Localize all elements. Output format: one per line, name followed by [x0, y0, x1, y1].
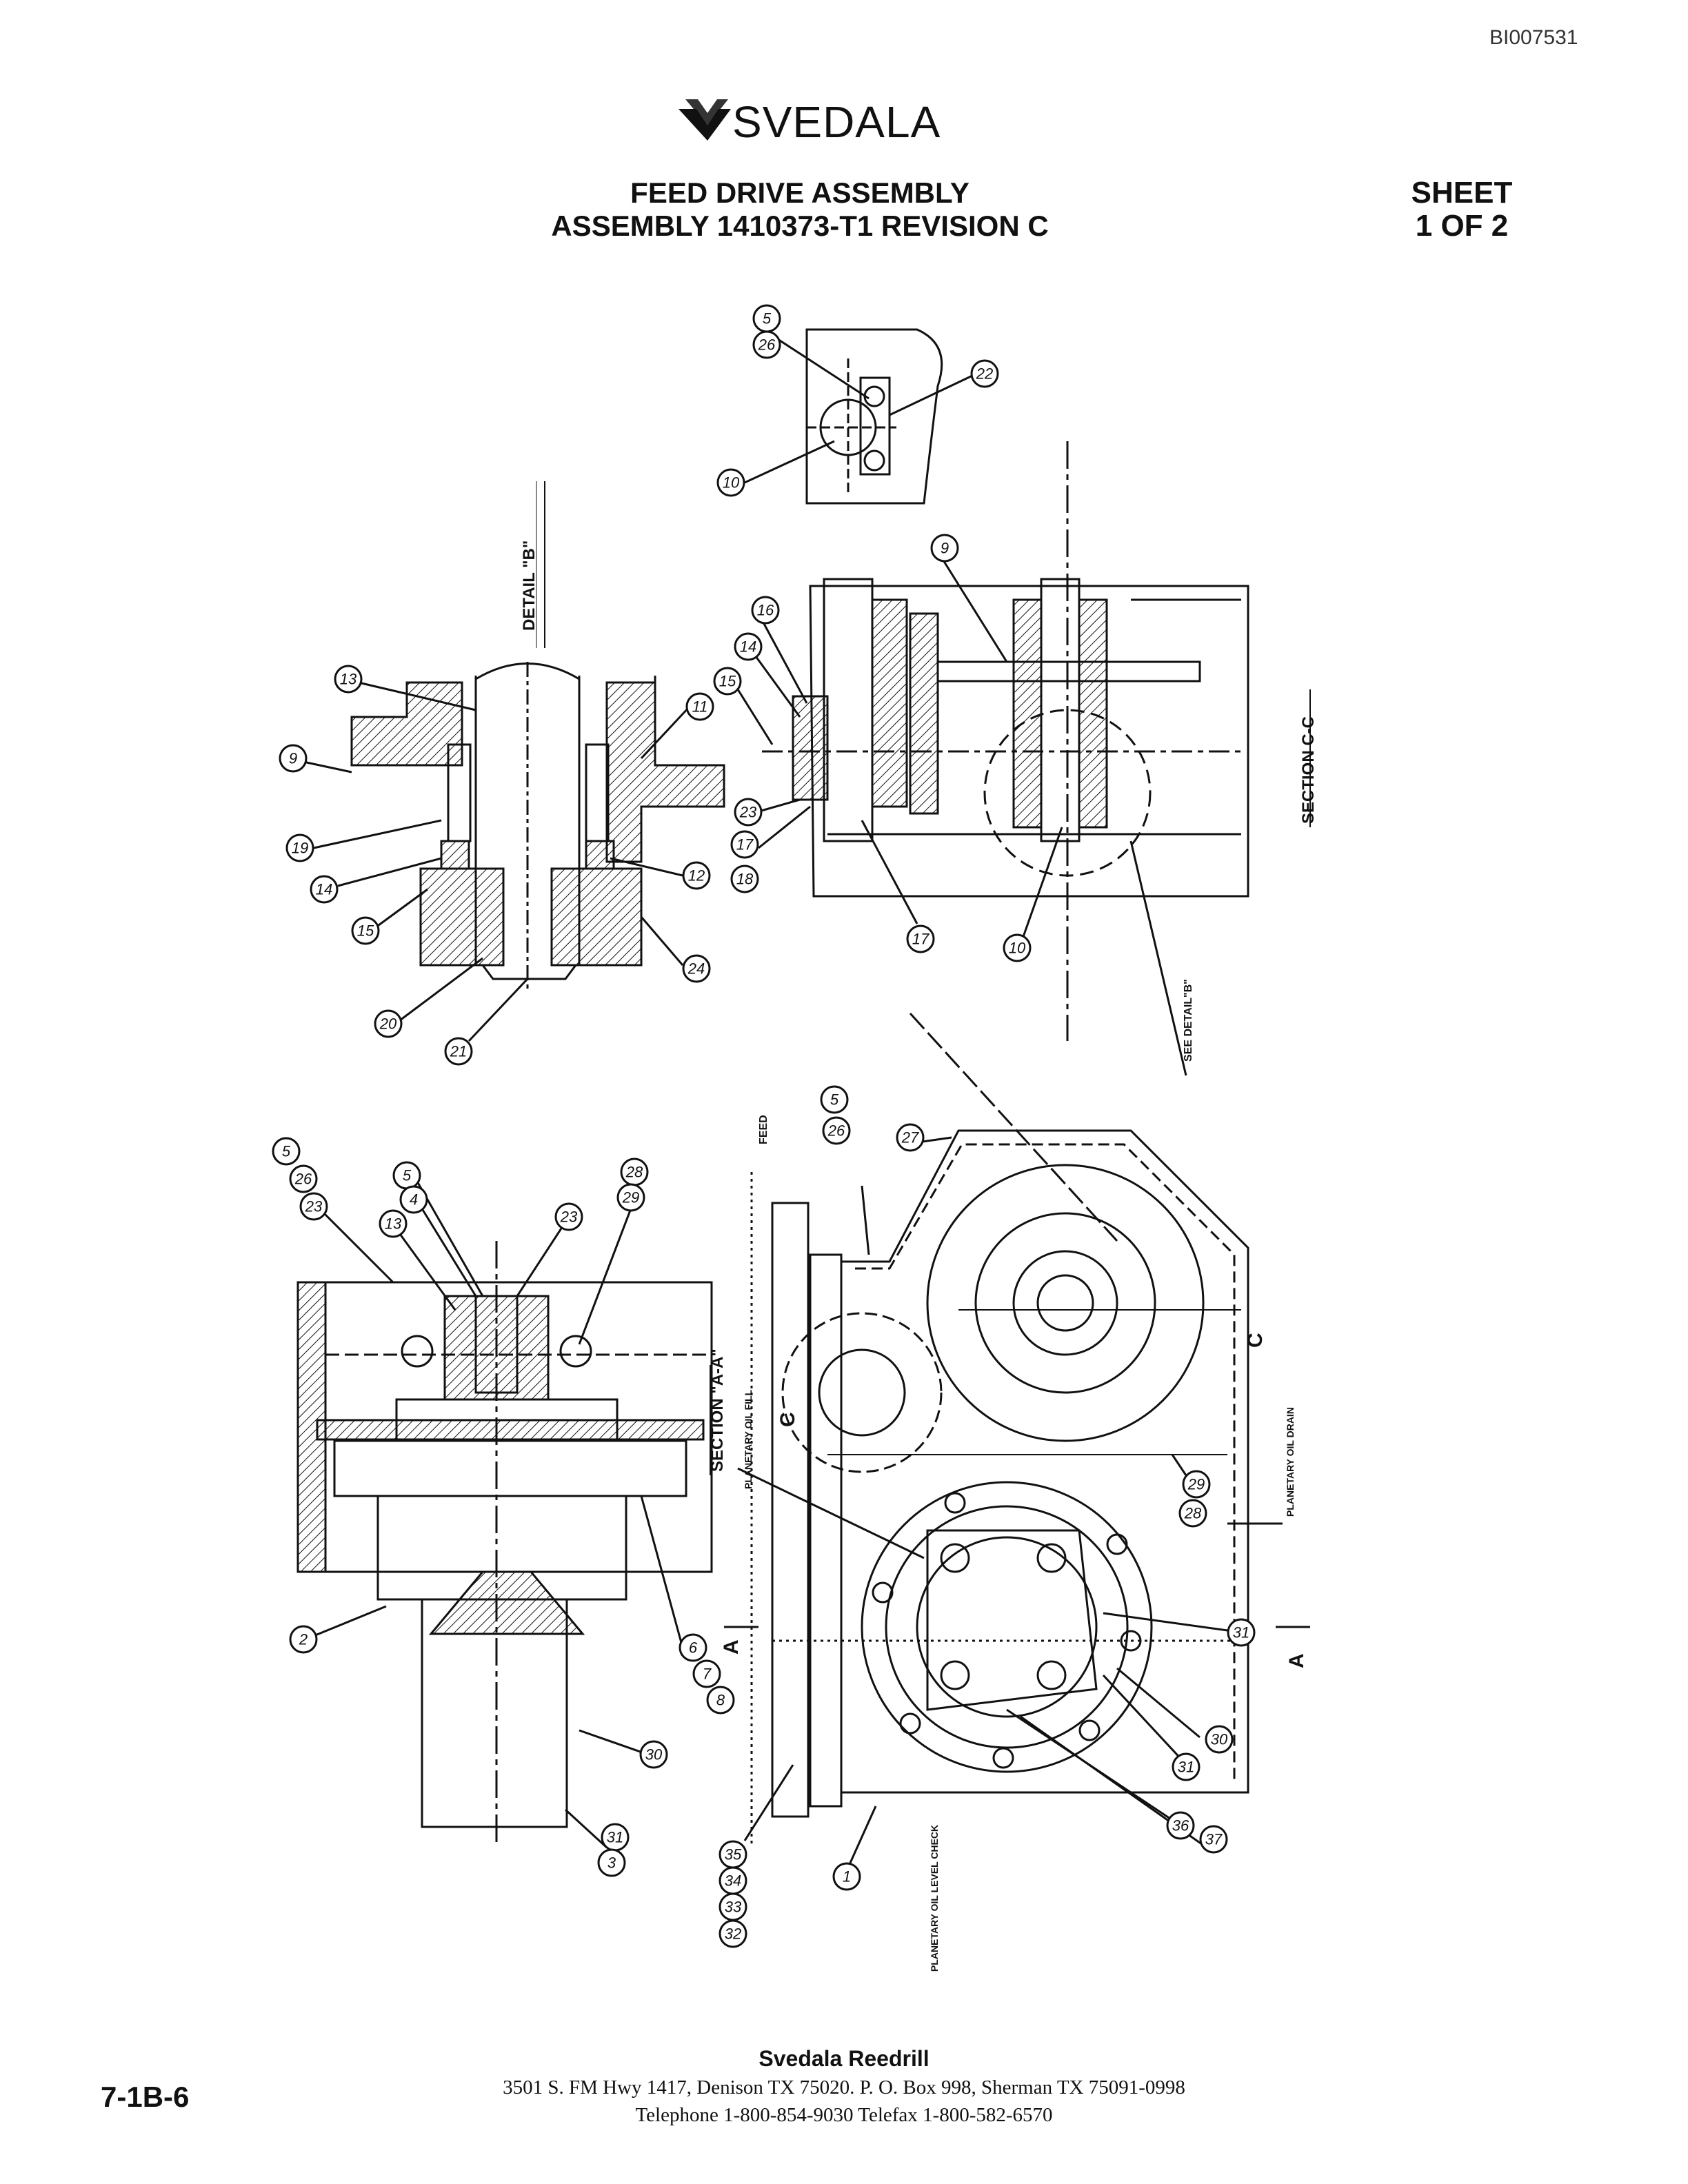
balloon-label: 29 [1187, 1476, 1205, 1493]
balloon-top-26 [752, 330, 781, 359]
balloon-label: 11 [692, 698, 708, 716]
balloon-label: 30 [645, 1746, 663, 1763]
balloon-label: 30 [1211, 1731, 1228, 1748]
balloon-label: 21 [450, 1043, 467, 1060]
balloon-label: 1 [843, 1868, 851, 1885]
balloon-label: 33 [725, 1899, 742, 1916]
balloon-top-10 [716, 468, 745, 497]
balloon-label: 23 [739, 804, 757, 821]
page-number: 7-1B-6 [101, 2081, 190, 2113]
balloon-label: 28 [625, 1164, 643, 1181]
balloon-label: 34 [725, 1872, 741, 1890]
footer-company: Svedala Reedrill [758, 2046, 930, 2071]
balloon-label: 27 [901, 1129, 919, 1146]
balloon-label: 18 [736, 871, 754, 888]
balloon-label: 37 [1205, 1831, 1223, 1848]
balloon-label: 5 [282, 1143, 291, 1160]
balloon-label: 9 [941, 540, 949, 557]
section-a-marker-right: A [1285, 1653, 1308, 1668]
sheet-label: SHEET [1411, 176, 1513, 210]
balloon-label: 2 [299, 1631, 308, 1648]
footer-address: 3501 S. FM Hwy 1417, Denison TX 75020. P… [503, 2076, 1185, 2099]
detail-b-view [303, 481, 725, 1042]
balloon-label: 23 [560, 1209, 578, 1226]
oil-drain-label: PLANETARY OIL DRAIN [1285, 1407, 1296, 1517]
brand-name: SVEDALA [732, 97, 941, 147]
balloon-label: 17 [736, 836, 754, 853]
balloons [272, 304, 1256, 1948]
balloon-label: 19 [292, 840, 308, 857]
front-view [724, 1012, 1310, 1876]
section-a-marker-left: A [720, 1639, 743, 1655]
balloon-label: 20 [379, 1015, 397, 1033]
balloon-label: 22 [976, 365, 993, 383]
balloon-label: 10 [1009, 940, 1026, 957]
balloon-label: 23 [305, 1198, 323, 1215]
balloon-label: 29 [622, 1189, 639, 1206]
balloon-label: 13 [340, 671, 357, 688]
balloon-label: 4 [410, 1191, 418, 1209]
see-detail-b-label: SEE DETAIL"B" [1183, 979, 1194, 1062]
balloon-label: 36 [1172, 1817, 1189, 1834]
balloon-label: 13 [385, 1215, 402, 1233]
balloon-label: 32 [725, 1925, 741, 1943]
balloon-label: 24 [687, 960, 705, 978]
section-aa-view [297, 1175, 713, 1849]
balloon-label: 5 [403, 1167, 412, 1184]
oil-level-label: PLANETARY OIL LEVEL CHECK [929, 1825, 940, 1972]
balloon-label: 26 [294, 1171, 312, 1188]
section-c-marker-left: C [776, 1412, 799, 1427]
balloon-top-22 [970, 359, 999, 388]
section-c-marker-right: C [1244, 1333, 1267, 1348]
balloon-label: 15 [357, 922, 374, 940]
balloon-label: 5 [830, 1091, 839, 1109]
title-line-2: ASSEMBLY 1410373-T1 REVISION C [551, 210, 1049, 242]
balloon-label: 5 [763, 310, 772, 327]
title-line-1: FEED DRIVE ASSEMBLY [630, 176, 969, 209]
balloon-label: 15 [719, 673, 736, 690]
sheet-number: 1 OF 2 [1415, 209, 1509, 243]
balloon-label: 16 [757, 602, 774, 619]
balloon-label: 17 [912, 931, 930, 948]
footer-phone: Telephone 1-800-854-9030 Telefax 1-800-5… [635, 2104, 1053, 2126]
section-aa-label: SECTION "A-A" [708, 1348, 727, 1472]
balloon-label: 35 [725, 1846, 742, 1863]
balloon-label: 26 [758, 336, 776, 354]
balloon-label: 7 [703, 1666, 712, 1683]
sheet-indicator: SHEET 1 OF 2 [1393, 176, 1531, 243]
document-title: FEED DRIVE ASSEMBLY ASSEMBLY 1410373-T1 … [524, 176, 1076, 243]
balloon-label: 9 [289, 750, 297, 767]
section-cc-view [736, 441, 1311, 1076]
balloon-label: 3 [607, 1854, 616, 1872]
balloon-label: 26 [827, 1122, 845, 1140]
balloon-label: 31 [1233, 1624, 1249, 1641]
top-detail-view [744, 328, 973, 505]
detail-b-label: DETAIL "B" [520, 540, 539, 631]
document-id: BI007531 [1489, 26, 1578, 49]
feed-label: FEED [758, 1115, 770, 1144]
balloon-label: 14 [740, 638, 756, 656]
section-cc-label: SECTION C-C [1299, 716, 1318, 824]
balloon-label: 31 [1178, 1759, 1194, 1776]
oil-fill-label: PLANETARY OIL FILL [743, 1389, 754, 1489]
svedala-logo-icon [679, 99, 731, 141]
balloon-label: 10 [723, 474, 740, 492]
balloon-label: 6 [689, 1639, 698, 1657]
balloon-label: 14 [316, 881, 332, 898]
balloon-label: 28 [1184, 1505, 1202, 1522]
balloon-label: 12 [688, 867, 705, 884]
balloon-label: 8 [716, 1692, 725, 1709]
balloon-label: 31 [607, 1829, 623, 1846]
